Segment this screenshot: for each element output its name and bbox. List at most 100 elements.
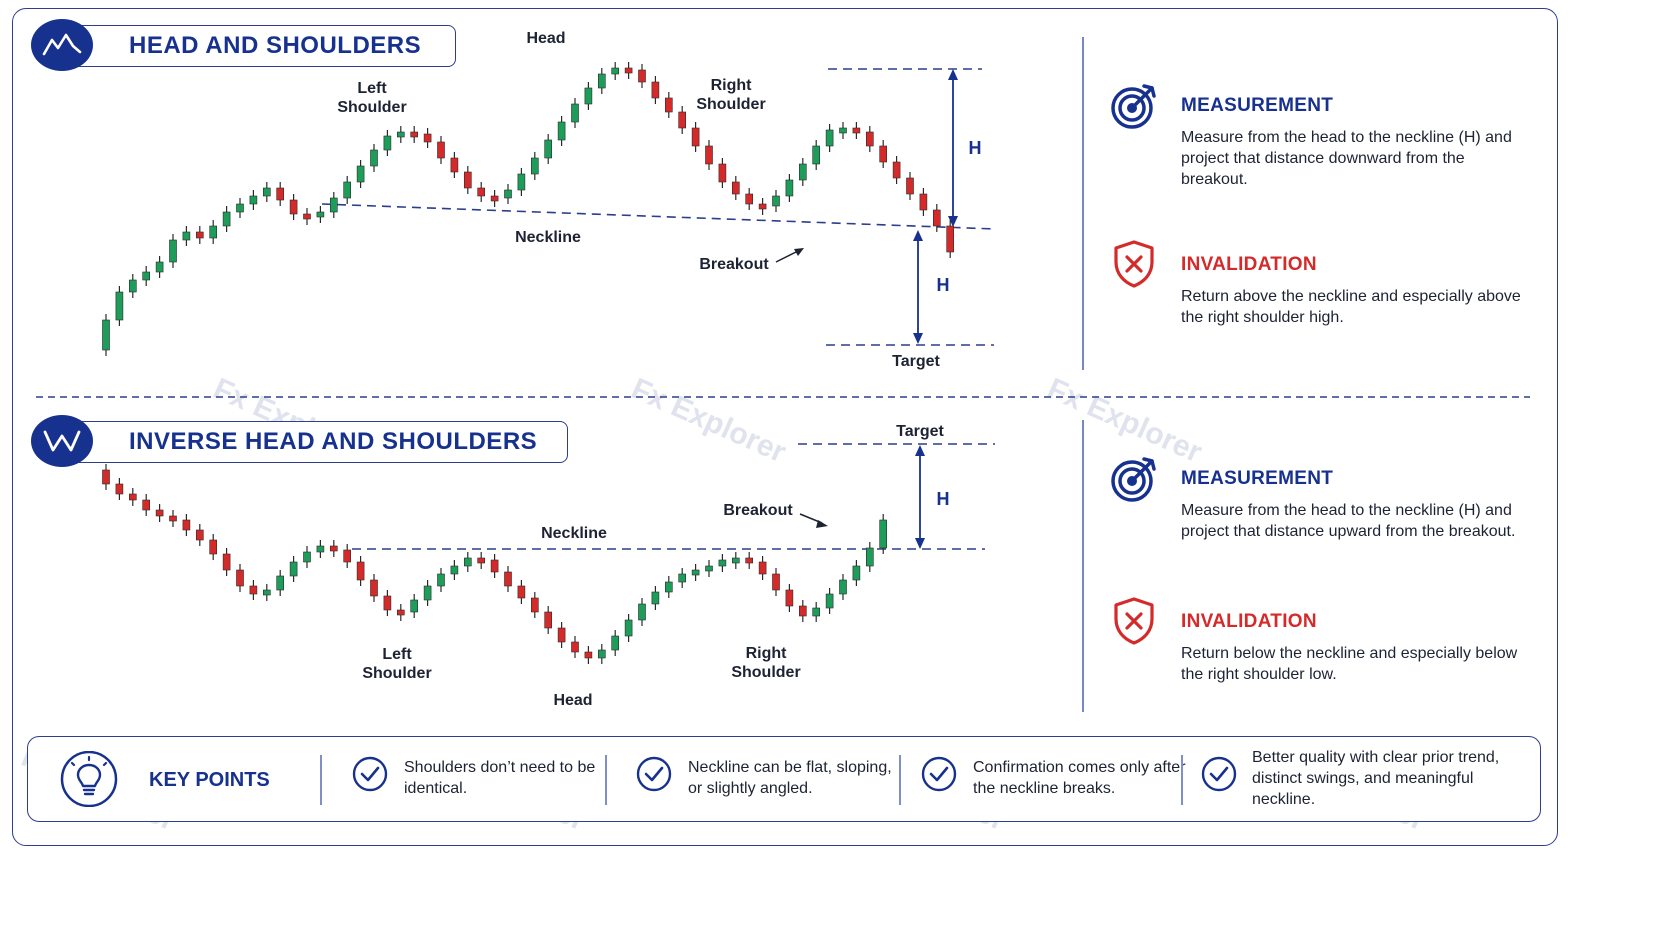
candle bbox=[597, 68, 606, 94]
bottom-title: INVERSE HEAD AND SHOULDERS bbox=[129, 428, 538, 455]
candle bbox=[410, 126, 419, 143]
candle bbox=[463, 166, 472, 194]
top-label-h-upper: H bbox=[969, 138, 982, 158]
bottom-label-head: Head bbox=[553, 692, 592, 709]
candle bbox=[705, 140, 713, 170]
bottom-measurement-heading: MEASUREMENT bbox=[1181, 468, 1334, 489]
candle bbox=[450, 152, 459, 178]
candle bbox=[517, 580, 526, 604]
candle bbox=[906, 172, 914, 200]
candle bbox=[879, 514, 888, 554]
top-h-arrow-upper bbox=[948, 69, 958, 227]
candle bbox=[678, 568, 687, 588]
candle bbox=[705, 560, 713, 577]
candle bbox=[638, 64, 646, 88]
candle bbox=[236, 198, 244, 218]
candle bbox=[731, 552, 740, 569]
top-label-head: Head bbox=[526, 30, 565, 47]
candle bbox=[115, 286, 124, 326]
candle bbox=[865, 126, 874, 152]
candle bbox=[477, 552, 486, 569]
candle bbox=[624, 614, 633, 642]
mountain-peaks-icon bbox=[31, 19, 93, 71]
candle bbox=[329, 192, 338, 218]
valley-w-icon bbox=[31, 415, 93, 467]
candle bbox=[490, 190, 499, 207]
top-label-right-shoulder: Right bbox=[711, 77, 753, 94]
check-circle-icon bbox=[1201, 756, 1237, 792]
candle bbox=[343, 544, 352, 568]
candle bbox=[571, 98, 579, 128]
candle bbox=[892, 156, 901, 184]
candle bbox=[316, 206, 325, 223]
top-candles bbox=[102, 62, 955, 356]
candle bbox=[812, 602, 821, 622]
top-invalidation-heading: INVALIDATION bbox=[1181, 254, 1317, 275]
target-icon bbox=[1111, 457, 1156, 502]
candle bbox=[396, 126, 405, 143]
candle bbox=[169, 510, 177, 527]
candle bbox=[731, 176, 740, 200]
candle bbox=[825, 124, 834, 152]
candle bbox=[262, 584, 271, 601]
candle bbox=[504, 184, 512, 204]
candle bbox=[222, 548, 231, 576]
candle bbox=[772, 190, 780, 212]
candle bbox=[490, 554, 499, 578]
candle bbox=[597, 644, 606, 664]
candle bbox=[142, 494, 150, 516]
target-icon bbox=[1111, 84, 1156, 129]
bottom-label-neckline: Neckline bbox=[541, 525, 607, 542]
bottom-invalidation-heading: INVALIDATION bbox=[1181, 611, 1317, 632]
bottom-title-pill: INVERSE HEAD AND SHOULDERS bbox=[31, 415, 568, 467]
candle bbox=[383, 130, 392, 156]
candle bbox=[450, 560, 459, 580]
candle bbox=[249, 580, 258, 600]
bottom-invalidation-body: Return below the neckline and especially… bbox=[1181, 645, 1518, 683]
candle bbox=[102, 464, 110, 490]
candle bbox=[196, 226, 204, 244]
candle bbox=[396, 604, 405, 621]
candle bbox=[343, 176, 352, 204]
candle bbox=[115, 478, 124, 500]
check-circle-icon bbox=[921, 756, 957, 792]
top-neckline bbox=[321, 203, 996, 230]
candle bbox=[758, 198, 767, 215]
candle bbox=[785, 584, 794, 612]
candle bbox=[879, 140, 888, 168]
candle bbox=[772, 568, 780, 596]
bottom-label-breakout: Breakout bbox=[723, 502, 793, 519]
candle bbox=[182, 226, 191, 246]
candle bbox=[557, 622, 566, 648]
candle bbox=[129, 488, 137, 506]
candle bbox=[624, 62, 633, 79]
shield-x-icon bbox=[1114, 597, 1154, 645]
candle bbox=[196, 524, 204, 546]
key-points-title: KEY POINTS bbox=[149, 769, 270, 791]
candle bbox=[209, 534, 217, 560]
candle bbox=[664, 92, 673, 118]
candle bbox=[356, 556, 365, 586]
bottom-label-left-shoulder: Shoulder bbox=[362, 665, 431, 682]
candle bbox=[129, 274, 137, 298]
bottom-breakout-arrow bbox=[799, 513, 828, 528]
candle bbox=[155, 256, 164, 278]
top-invalidation-body: Return above the neckline and especially… bbox=[1181, 288, 1521, 326]
candle bbox=[852, 122, 861, 139]
top-measurement-body: Measure from the head to the neckline (H… bbox=[1181, 129, 1512, 188]
candle bbox=[932, 204, 941, 232]
top-h-arrow-lower bbox=[913, 230, 923, 344]
candle bbox=[919, 188, 928, 216]
bottom-label-h: H bbox=[937, 489, 950, 509]
candle bbox=[142, 266, 150, 286]
candle bbox=[477, 182, 486, 202]
key-points-divider bbox=[605, 755, 607, 805]
top-label-h-lower: H bbox=[937, 275, 950, 295]
bottom-label-target: Target bbox=[896, 423, 944, 440]
top-label-left-shoulder: Left bbox=[357, 80, 387, 97]
candle bbox=[155, 504, 164, 522]
candle bbox=[678, 106, 687, 134]
candle bbox=[423, 580, 432, 606]
candle bbox=[530, 152, 539, 180]
